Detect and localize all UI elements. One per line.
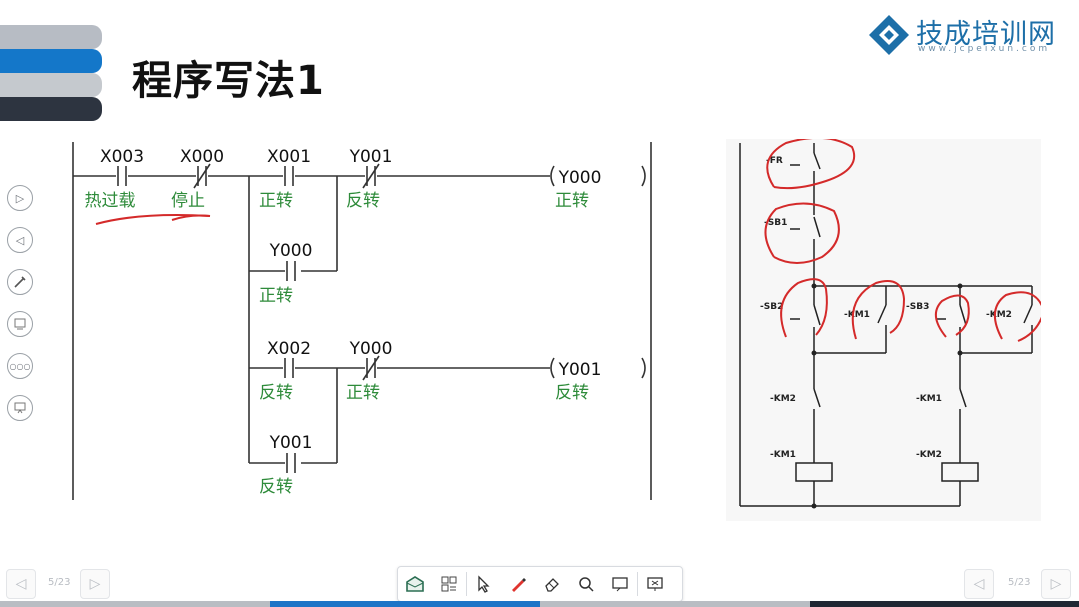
- label-fr: -FR: [766, 156, 783, 166]
- contact-x003-address: X003: [100, 147, 144, 167]
- branch-y001-address: Y001: [269, 433, 313, 453]
- envelope-icon: [406, 576, 424, 592]
- branch-y000-address: Y000: [269, 241, 313, 261]
- chevron-left-icon: ◁: [973, 576, 985, 592]
- contact-y001-nc-address: Y001: [349, 147, 393, 167]
- annotation-circle-km2: [994, 291, 1041, 342]
- pen-button[interactable]: [7, 269, 33, 295]
- page-indicator-right: 5/23: [1008, 577, 1031, 588]
- contact-y000-nc-comment: 正转: [346, 383, 380, 403]
- search-button[interactable]: [569, 567, 603, 601]
- decor-stripe-2: [0, 49, 102, 73]
- eraser-button[interactable]: [535, 567, 569, 601]
- previous-button[interactable]: ◁: [7, 227, 33, 253]
- next-button[interactable]: ▷: [7, 185, 33, 211]
- label-km2-interlock: -KM2: [770, 394, 796, 404]
- nav-next-left[interactable]: ▷: [80, 569, 110, 599]
- search-icon: [579, 577, 594, 592]
- annotation-circle-fr: [766, 139, 856, 190]
- ladder-diagram: X003 X000 X001 Y001 Y000 Y000 X002 Y000 …: [72, 142, 652, 500]
- decor-stripe-4: [0, 97, 102, 121]
- label-km2-hold: -KM2: [986, 310, 1012, 320]
- annotation-circle-km1: [851, 280, 906, 340]
- coil-y001-address: Y001: [558, 360, 602, 380]
- pen-icon: [512, 578, 526, 592]
- envelope-button[interactable]: [398, 567, 432, 601]
- grid-button[interactable]: [432, 567, 466, 601]
- annotation-circle-sb3: [935, 294, 970, 338]
- label-km1-interlock: -KM1: [916, 394, 942, 404]
- more-button[interactable]: ○○○: [7, 353, 33, 379]
- logo-url: www.jcpeixun.com: [918, 44, 1051, 54]
- exit-icon: [647, 577, 663, 591]
- contact-x000-address: X000: [180, 147, 224, 167]
- page-indicator-left: 5/23: [48, 577, 71, 588]
- slide-progress-bar: [0, 601, 1079, 607]
- logo-name: 技成培训网: [916, 19, 1056, 50]
- branch-y000-comment: 正转: [259, 286, 293, 306]
- label-km1-coil: -KM1: [770, 450, 796, 460]
- chevron-right-icon: ▷: [89, 576, 101, 592]
- pen-icon: [14, 276, 26, 288]
- whiteboard-button[interactable]: [7, 395, 33, 421]
- coil-y000-address: Y000: [558, 168, 602, 188]
- contact-x001-comment: 正转: [259, 191, 293, 211]
- cursor-button[interactable]: [467, 567, 501, 601]
- decor-stripe-3: [0, 73, 102, 97]
- label-sb3: -SB3: [906, 302, 929, 312]
- screenshot-button[interactable]: [7, 311, 33, 337]
- nav-prev-left[interactable]: ◁: [6, 569, 36, 599]
- pointer-board-icon: [612, 577, 628, 592]
- slide-title: 程序写法1: [132, 58, 325, 104]
- relay-circuit-diagram: -FR -SB1 -SB2 -KM1 -SB3 -KM2 -KM2 -KM1 -…: [726, 139, 1041, 521]
- nav-next-right[interactable]: ▷: [1041, 569, 1071, 599]
- progress-tail: [810, 601, 1079, 607]
- toolbar-divider: [466, 572, 467, 596]
- cursor-icon: [478, 575, 490, 593]
- coil-y000-comment: 正转: [555, 191, 589, 211]
- pointer-board-button[interactable]: [603, 567, 637, 601]
- bottom-toolbar: [397, 566, 683, 602]
- progress-fill: [270, 601, 540, 607]
- logo-diamond-icon: [869, 15, 909, 55]
- contact-x002-address: X002: [267, 339, 311, 359]
- label-km1-hold: -KM1: [844, 310, 870, 320]
- contact-x002-comment: 反转: [259, 383, 293, 403]
- label-km2-coil: -KM2: [916, 450, 942, 460]
- whiteboard-icon: [14, 402, 26, 414]
- contact-y001-nc-comment: 反转: [346, 191, 380, 211]
- branch-y001-comment: 反转: [259, 477, 293, 497]
- grid-icon: [441, 576, 457, 592]
- pen-button-toolbar[interactable]: [501, 567, 535, 601]
- screenshot-icon: [14, 318, 26, 330]
- coil-y001-comment: 反转: [555, 383, 589, 403]
- annotation-circle-sb1: [764, 202, 840, 264]
- decor-stripe-1: [0, 25, 102, 49]
- annotation-circle-sb2: [780, 278, 828, 338]
- previous-icon: ◁: [15, 233, 25, 247]
- logo: 技成培训网 www.jcpeixun.com: [866, 10, 1066, 60]
- label-sb2: -SB2: [760, 302, 783, 312]
- contact-x000-comment: 停止: [171, 191, 205, 211]
- more-icon: ○○○: [9, 361, 31, 371]
- toolbar-divider: [637, 572, 638, 596]
- contact-x003-comment: 热过载: [85, 191, 136, 211]
- contact-x001-address: X001: [267, 147, 311, 167]
- contact-y000-nc-address: Y000: [349, 339, 393, 359]
- next-icon: ▷: [15, 191, 25, 205]
- chevron-left-icon: ◁: [15, 576, 27, 592]
- chevron-right-icon: ▷: [1050, 576, 1062, 592]
- exit-button[interactable]: [638, 567, 672, 601]
- label-sb1: -SB1: [764, 218, 787, 228]
- eraser-icon: [545, 578, 559, 592]
- nav-prev-right[interactable]: ◁: [964, 569, 994, 599]
